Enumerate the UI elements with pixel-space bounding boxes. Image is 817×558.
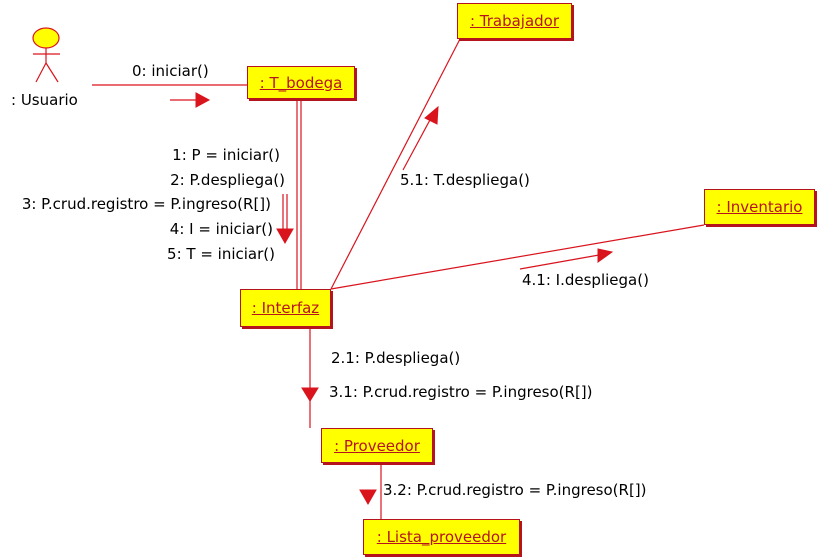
- msg51-arrow-head: [424, 105, 439, 125]
- object-label: : Proveedor: [334, 436, 420, 455]
- object-lista-proveedor[interactable]: : Lista_proveedor: [363, 519, 520, 555]
- message-label: 3: P.crud.registro = P.ingreso(R[]): [21, 195, 271, 213]
- object-label: : Lista_proveedor: [376, 528, 507, 546]
- msg21-arrow-head: [301, 387, 319, 402]
- message-label: 4.1: I.despliega(): [522, 271, 649, 289]
- msg32-arrow-head: [359, 489, 377, 506]
- object-label: : Inventario: [716, 198, 803, 216]
- usuario-actor-icon: [32, 27, 60, 83]
- message-label: 2: P.despliega(): [170, 171, 285, 189]
- object-label: : Trabajador: [469, 12, 560, 30]
- message-label: 3.1: P.crud.registro = P.ingreso(R[]): [329, 383, 593, 401]
- msg0-arrow-head: [195, 92, 211, 108]
- object-label: : Interfaz: [251, 299, 320, 317]
- actor-label-usuario: : Usuario: [11, 91, 78, 109]
- msg51-arrow-shaft: [402, 117, 432, 171]
- message-label: 5.1: T.despliega(): [400, 171, 530, 189]
- msg-group-arrow-head: [276, 228, 294, 245]
- object-proveedor[interactable]: : Proveedor: [321, 428, 433, 463]
- object-trabajador[interactable]: : Trabajador: [457, 3, 572, 39]
- object-inventario[interactable]: : Inventario: [704, 189, 815, 225]
- object-interfaz[interactable]: : Interfaz: [240, 289, 331, 327]
- message-label: 4: I = iniciar(): [169, 220, 273, 238]
- message-label: 0: iniciar(): [132, 62, 209, 80]
- message-label: 1: P = iniciar(): [172, 146, 280, 164]
- link-interfaz-trabajador: [330, 38, 461, 290]
- link-interfaz-inventario: [330, 224, 705, 290]
- object-label: : T_bodega: [259, 73, 343, 92]
- object-t-bodega[interactable]: : T_bodega: [247, 66, 355, 99]
- msg41-arrow-shaft: [519, 254, 600, 270]
- message-label: 5: T = iniciar(): [167, 245, 275, 263]
- msg41-arrow-head: [597, 248, 614, 263]
- message-label: 3.2: P.crud.registro = P.ingreso(R[]): [383, 481, 647, 499]
- message-label: 2.1: P.despliega(): [331, 349, 461, 367]
